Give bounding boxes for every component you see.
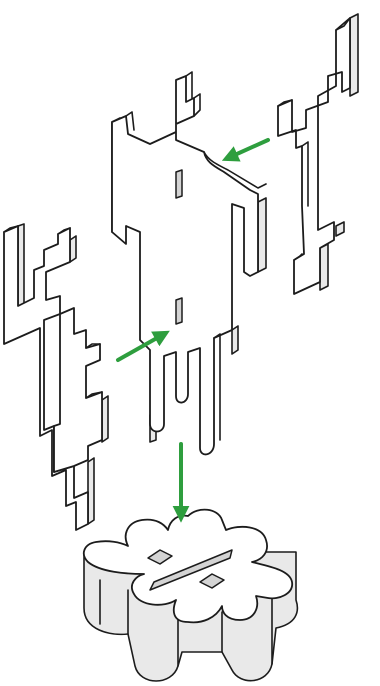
arrow-left-to-center bbox=[116, 330, 170, 362]
arrow-right-to-center bbox=[221, 138, 270, 162]
center-frame-piece bbox=[111, 71, 267, 456]
right-side-piece bbox=[277, 13, 359, 295]
gear-base bbox=[82, 508, 299, 682]
left-side-piece bbox=[3, 223, 109, 531]
